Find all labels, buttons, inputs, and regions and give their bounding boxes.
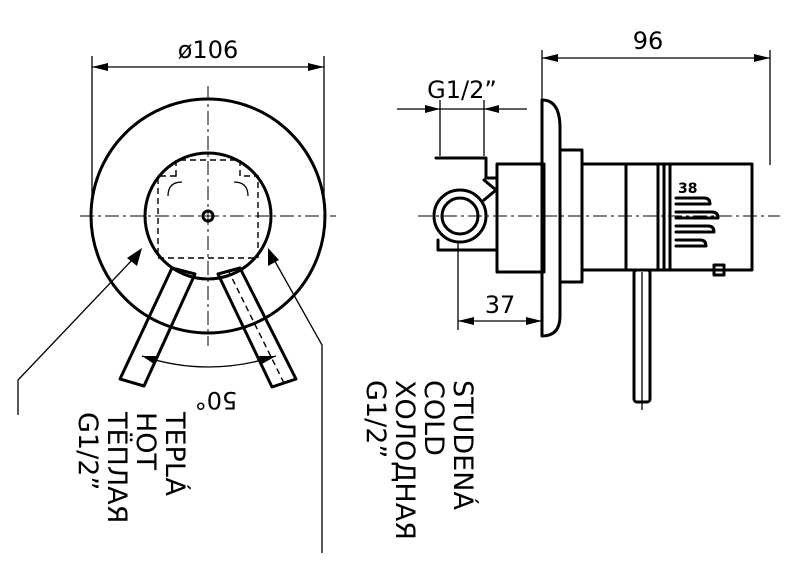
handle-cap <box>624 162 754 272</box>
center-point <box>201 209 215 223</box>
cold-label-line-2: COLD <box>418 380 449 456</box>
angle-arrow <box>142 356 157 364</box>
cold-label-line-1: STUDENÁ <box>447 380 479 510</box>
hidden-arc <box>233 181 249 197</box>
neck <box>580 162 628 272</box>
dimension-arrow <box>458 317 474 325</box>
angle-label: 50° <box>195 386 238 414</box>
cold-label-line-3: ХОЛОДНАЯ <box>389 380 420 540</box>
dimension-arrow <box>484 105 499 113</box>
dimension-arrow <box>92 63 108 71</box>
fitting-detail <box>482 178 498 202</box>
hidden-arc <box>167 181 183 197</box>
lever-hidden-line <box>227 269 285 384</box>
hot-label-line-1: TEPLÁ <box>159 411 191 496</box>
valve-body <box>495 162 546 274</box>
leader-hot <box>17 257 135 415</box>
dimension-arrow <box>425 105 440 113</box>
cold-label-line-4: G1/2” <box>360 380 391 458</box>
angle-arc <box>141 355 277 368</box>
lever-hot <box>118 266 197 388</box>
front-view: ø106 50° <box>17 36 336 553</box>
dimension-arrow <box>308 63 324 71</box>
offset-label: 37 <box>485 291 516 319</box>
lever-cold <box>216 266 298 389</box>
angle-arrow <box>259 356 276 364</box>
cold-label: STUDENÁ COLD ХОЛОДНАЯ G1/2” <box>360 380 479 540</box>
dimension-arrow <box>754 54 770 62</box>
hot-label-line-2: HOT <box>130 412 161 471</box>
diameter-label: ø106 <box>178 36 239 64</box>
depth-label: 96 <box>633 27 664 55</box>
hidden-outline <box>157 159 259 259</box>
side-view: 96 G1/2” 37 38 <box>397 27 780 410</box>
inlet-inner <box>440 196 480 236</box>
leader-arrow-cold <box>268 248 279 266</box>
scale-tick <box>674 196 712 206</box>
scale-tick <box>674 224 716 234</box>
stop-mark <box>712 263 726 277</box>
hot-label-line-4: G1/2” <box>72 412 103 490</box>
scale-tick <box>674 238 708 248</box>
dimension-arrow <box>542 54 558 62</box>
hot-label: TEPLÁ HOT TЁПЛАЯ G1/2” <box>72 411 191 523</box>
rosette-profile <box>540 98 562 338</box>
dimension-arrow <box>526 317 542 325</box>
inlet-outer <box>432 188 488 244</box>
leader-arrow-hot <box>127 248 142 266</box>
leader-cold <box>271 255 323 553</box>
scale-tick <box>674 210 720 220</box>
thread-label: G1/2” <box>427 76 497 104</box>
hot-label-line-3: TЁПЛАЯ <box>101 411 133 523</box>
temperature-mark: 38 <box>678 181 697 197</box>
